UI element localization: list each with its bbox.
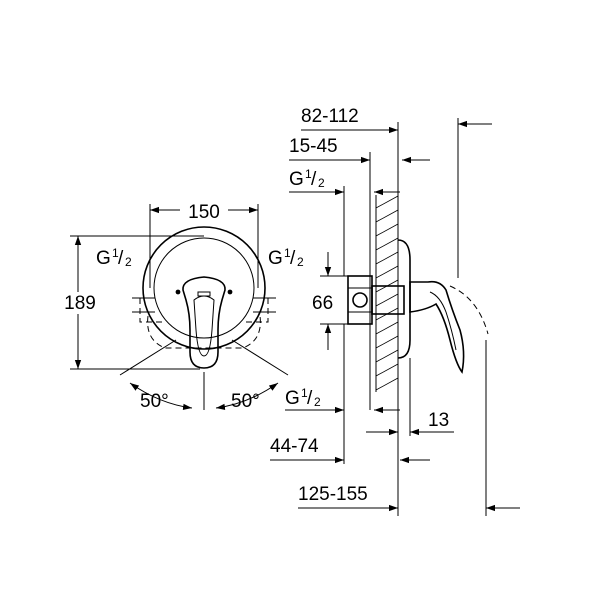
thread-top-main: G	[289, 169, 304, 190]
dim-height-label: 189	[64, 293, 96, 314]
lever-handle	[182, 276, 226, 369]
angle-left-line	[119, 339, 177, 376]
handle-swing-arc	[449, 285, 489, 335]
angle-right-label: 50°	[231, 391, 260, 412]
dim-total-range-label: 125-155	[298, 484, 368, 505]
thread-right-slash: /	[290, 248, 296, 269]
thread-bottom-den: 2	[314, 395, 321, 409]
dim-wall-range-label: 15-45	[289, 136, 338, 157]
thread-bottom-num: 1	[301, 386, 308, 400]
side-view: 82-112 15-45 G 1 / 2 66 G 1 / 2	[270, 106, 520, 516]
dim-width-label: 150	[188, 202, 220, 223]
angle-right-line	[231, 339, 289, 376]
handle-logo-mark	[197, 291, 211, 297]
dim-height-66-label: 66	[312, 293, 333, 314]
valve-port	[352, 292, 368, 308]
dim-plate-13-label: 13	[428, 410, 449, 431]
escutcheon-plate	[142, 226, 266, 350]
front-view: 150 189 G 1 / 2 G 1 / 2 50° 50°	[60, 200, 304, 412]
thread-bottom-slash: /	[307, 388, 313, 409]
hidden-inlet-right	[243, 298, 269, 323]
thread-top-num: 1	[305, 167, 312, 181]
dim-depth-range-label: 82-112	[301, 106, 359, 127]
thread-right-den: 2	[297, 255, 304, 269]
thread-left-slash: /	[118, 248, 124, 269]
mount-screw-right	[227, 289, 233, 295]
escutcheon-inner-ring	[153, 237, 255, 339]
thread-right-main: G	[268, 248, 283, 269]
thread-left-den: 2	[125, 255, 132, 269]
hidden-inlet-left	[139, 298, 165, 323]
mount-screw-left	[175, 289, 181, 295]
thread-right-num: 1	[284, 246, 291, 260]
thread-left-main: G	[96, 248, 111, 269]
lever-handle-side	[409, 280, 465, 374]
thread-left-num: 1	[112, 246, 119, 260]
dim-body-range-label: 44-74	[270, 436, 319, 457]
thread-bottom-main: G	[285, 388, 300, 409]
valve-body	[347, 275, 373, 325]
thread-top-den: 2	[318, 176, 325, 190]
hidden-valve-body	[147, 315, 261, 349]
angle-right-arc	[215, 382, 279, 411]
cartridge-housing	[371, 285, 405, 315]
angle-left-label: 50°	[140, 391, 169, 412]
lever-handle-side-inner	[429, 291, 457, 351]
wall-hatching	[375, 195, 399, 391]
lever-handle-inner	[193, 295, 215, 357]
thread-top-slash: /	[311, 169, 317, 190]
angle-left-arc	[129, 382, 193, 411]
